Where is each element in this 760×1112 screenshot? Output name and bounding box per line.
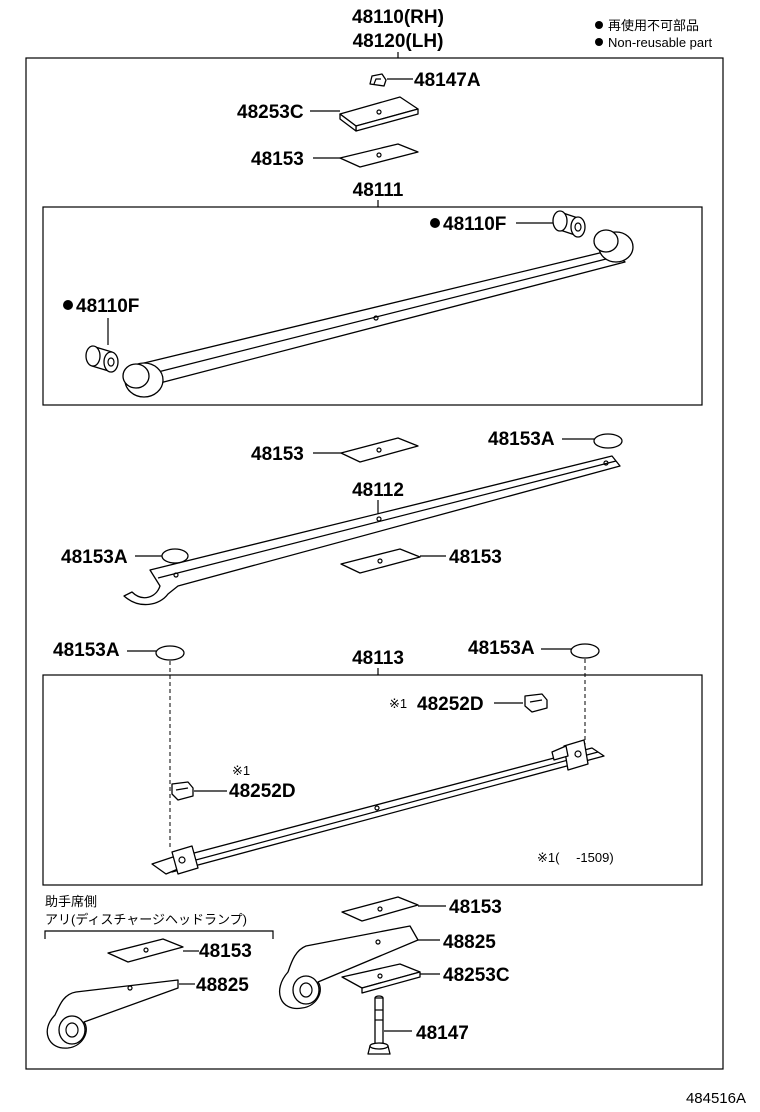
- cap-48153A-leaf3-right: [570, 643, 600, 659]
- leaf2-pad-top-label[interactable]: 48153: [251, 444, 304, 465]
- part-48147A-label[interactable]: 48147A: [414, 70, 481, 91]
- leaf3-note: ※1( -1509): [537, 850, 614, 865]
- nut-48147A: [369, 73, 387, 87]
- clip-right-label[interactable]: 48252D: [417, 694, 484, 715]
- note-jp-line2: アリ(ディスチャージヘッドランプ): [45, 912, 247, 927]
- clip-right-mark: ※1: [389, 696, 407, 711]
- bottom-left-leaf-label[interactable]: 48825: [196, 975, 249, 996]
- leaf-48112: [123, 455, 621, 606]
- pad-48153-bottom-right: [341, 896, 419, 922]
- pad-48153-top: [339, 143, 419, 168]
- cap-48153A-leaf2-left: [161, 548, 189, 564]
- non-reusable-dot-icon: [63, 300, 73, 310]
- plate-48253C-bottom: [341, 963, 421, 994]
- clip-left-mark: ※1: [232, 763, 250, 778]
- bushing-48110F-left: [85, 345, 119, 373]
- leaf-48825-right: [278, 925, 419, 1010]
- bolt-48147: [367, 995, 391, 1055]
- non-reusable-dot-icon: [430, 218, 440, 228]
- leaf-48111-box: [42, 206, 703, 406]
- leaf3-label[interactable]: 48113: [352, 648, 404, 669]
- cap-48153A-leaf3-left: [155, 645, 185, 661]
- bottom-right-pad-label[interactable]: 48153: [449, 897, 502, 918]
- note-jp-line1: 助手席側: [45, 894, 97, 909]
- clip-48252D-left: [171, 781, 194, 801]
- non-reusable-dot-icon: [595, 21, 603, 29]
- bushing-right-label[interactable]: 48110F: [443, 214, 506, 235]
- leaf-48113-box: [42, 674, 703, 886]
- part-48153-top-label[interactable]: 48153: [251, 149, 304, 170]
- leaf3-cap-left-label[interactable]: 48153A: [53, 640, 120, 661]
- part-48253C-label[interactable]: 48253C: [237, 102, 304, 123]
- clip-left-label[interactable]: 48252D: [229, 781, 296, 802]
- leaf2-label[interactable]: 48112: [352, 480, 404, 501]
- pad-48153-bottom-left: [107, 938, 184, 963]
- bushing-left-label[interactable]: 48110F: [76, 296, 139, 317]
- bottom-right-leaf-label[interactable]: 48825: [443, 932, 496, 953]
- pad-48153-leaf2-bottom: [340, 548, 421, 574]
- note-bracket: [44, 930, 274, 939]
- assembly-rh-label[interactable]: 48110(RH): [352, 7, 444, 28]
- non-reusable-dot-icon: [595, 38, 603, 46]
- leaf2-cap-right-label[interactable]: 48153A: [488, 429, 555, 450]
- part-48111-label[interactable]: 48111: [353, 180, 404, 201]
- legend-en: Non-reusable part: [608, 35, 712, 50]
- leaf2-cap-left-label[interactable]: 48153A: [61, 547, 128, 568]
- leaf-48113: [151, 739, 605, 875]
- outer-frame: [25, 57, 724, 1070]
- bottom-bolt-label[interactable]: 48147: [416, 1023, 469, 1044]
- leaf-48825-left: [46, 979, 179, 1049]
- legend-jp: 再使用不可部品: [608, 18, 699, 33]
- bottom-right-plate-label[interactable]: 48253C: [443, 965, 510, 986]
- bottom-left-pad-label[interactable]: 48153: [199, 941, 252, 962]
- bushing-48110F-right: [552, 210, 586, 238]
- assembly-lh-label[interactable]: 48120(LH): [353, 31, 444, 52]
- leaf2-pad-bottom-label[interactable]: 48153: [449, 547, 502, 568]
- leaf3-cap-right-label[interactable]: 48153A: [468, 638, 535, 659]
- figure-code: 484516A: [686, 1090, 746, 1107]
- clip-48252D-right: [524, 693, 548, 713]
- cap-48153A-leaf2-right: [593, 433, 623, 449]
- leaf-48111: [122, 229, 634, 398]
- plate-48253C: [339, 96, 419, 132]
- pad-48153-leaf2-top: [340, 437, 419, 463]
